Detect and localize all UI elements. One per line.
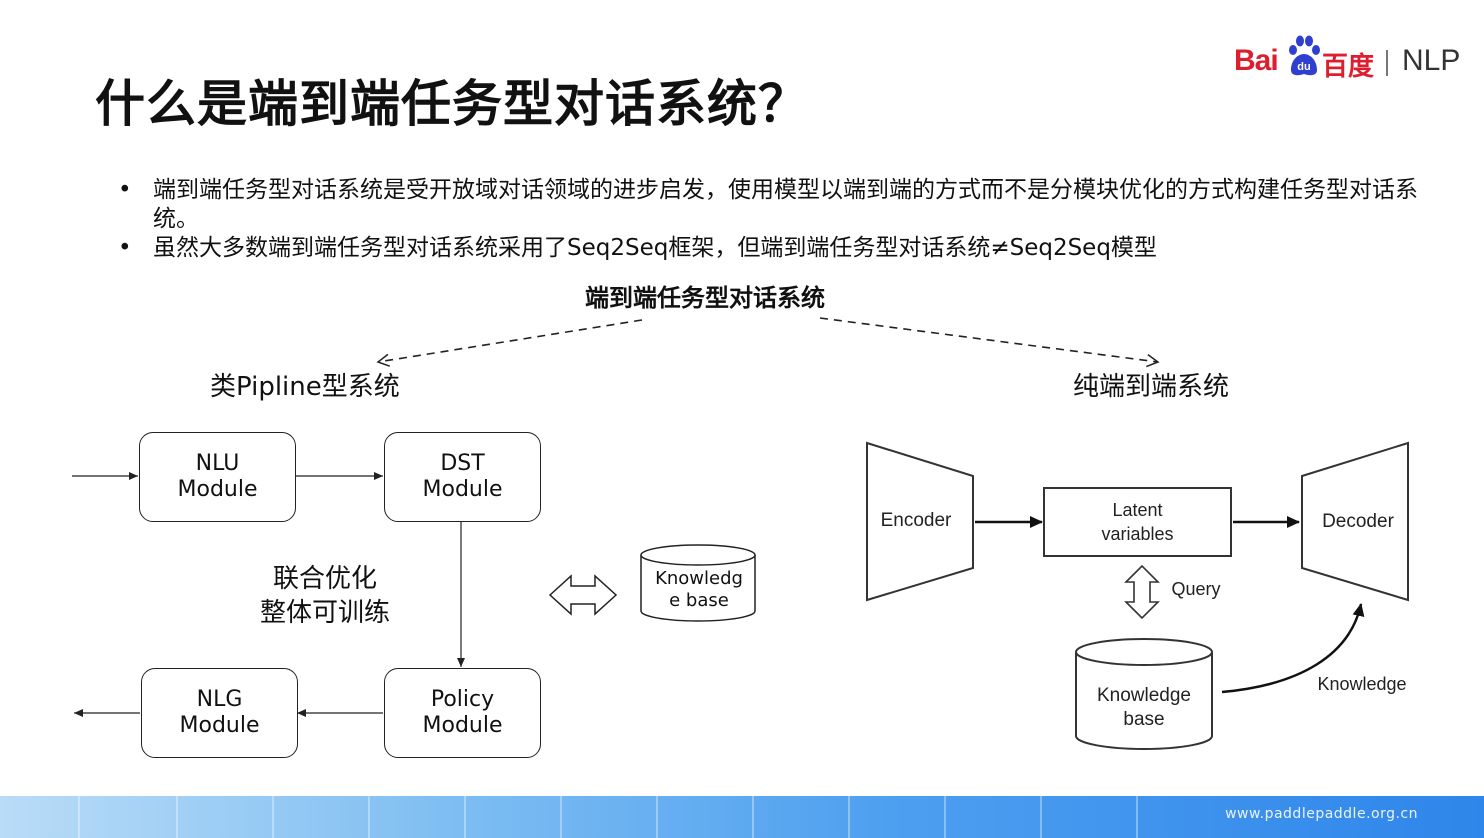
policy-module-box: Policy Module [384,668,541,758]
bullet-text-1: 端到端任务型对话系统是受开放域对话领域的进步启发，使用模型以端到端的方式而不是分… [153,177,1418,232]
dashed-arrow-right [819,317,1160,368]
nlg-module-line1: NLG [196,687,243,712]
policy-module-line1: Policy [430,687,495,712]
footer-stripe [944,796,946,838]
footer-stripe [752,796,754,838]
logo-brand-latin: Bai [1234,44,1279,77]
footer-url[interactable]: www.paddlepaddle.org.cn [1225,806,1418,822]
footer-stripe [368,796,370,838]
kb-small-line-2: e base [669,590,729,611]
decoder-label: Decoder [1322,511,1394,532]
baidu-paw-icon: du [1289,35,1320,76]
decoder-shape [1301,441,1409,602]
right-diagram-panel [866,441,1409,750]
footer-stripe [176,796,178,838]
dst-module-line2: Module [422,477,503,502]
dst-module-box: DST Module [384,432,541,522]
encoder-shape [866,441,974,602]
knowledge-base-large-label: Knowledge base [1076,684,1212,732]
footer-stripe [272,796,274,838]
logo-separator [1386,50,1388,76]
bullet-list: • 端到端任务型对话系统是受开放域对话领域的进步启发，使用模型以端到端的方式而不… [118,176,1418,263]
nlu-module-line1: NLU [195,451,240,476]
dashed-arrow-left [376,319,643,367]
nlg-module-box: NLG Module [141,668,298,758]
dst-module-line1: DST [440,451,485,476]
nlu-module-box: NLU Module [139,432,296,522]
knowledge-edge-label: Knowledge [1317,674,1407,694]
query-double-arrow-icon [1124,564,1160,620]
pipeline-system-title: 类Pipline型系统 [210,372,400,402]
slide-title: 什么是端到端任务型对话系统？ [95,75,809,133]
paw-letters: du [1297,61,1310,73]
bullet-item-1: • 端到端任务型对话系统是受开放域对话领域的进步启发，使用模型以端到端的方式而不… [118,176,1418,234]
encoder-label: Encoder [880,510,952,531]
joint-line-1: 联合优化 [272,564,377,594]
bullet-item-2: • 虽然大多数端到端任务型对话系统采用了Seq2Seq框架，但端到端任务型对话系… [118,234,1418,263]
footer-stripe [848,796,850,838]
footer-stripe [656,796,658,838]
latent-variables-box [1043,487,1232,557]
footer-stripe [1040,796,1042,838]
knowledge-base-small-label: Knowledg e base [645,568,753,612]
footer-stripe [78,796,80,838]
joint-line-2: 整体可训练 [259,598,390,628]
policy-module-line2: Module [422,713,503,738]
latent-line-2: variables [1101,524,1174,544]
diagram-root-label: 端到端任务型对话系统 [585,284,825,312]
logo-brand-cn: 百度 [1322,52,1375,82]
pure-e2e-system-title: 纯端到端系统 [1073,372,1230,402]
baidu-nlp-logo: Bai du 百度 NLP [1234,34,1474,84]
bullet-dot: • [118,235,132,261]
nlu-module-line2: Module [177,477,258,502]
bullet-text-2: 虽然大多数端到端任务型对话系统采用了Seq2Seq框架，但端到端任务型对话系统≠… [153,235,1157,261]
knowledge-base-large-icon [1075,638,1213,750]
footer-bar: www.paddlepaddle.org.cn [0,796,1484,838]
footer-stripe [1136,796,1138,838]
footer-stripe [464,796,466,838]
latent-variables-label: Latent variables [1044,498,1231,546]
kb-large-line-1: Knowledge [1096,685,1192,706]
bullet-dot: • [118,177,132,203]
kb-small-line-1: Knowledg [655,568,743,589]
knowledge-curve-arrow [1221,603,1365,694]
kb-large-line-2: base [1123,709,1165,730]
footer-stripe [560,796,562,838]
joint-optimization-label: 联合优化 整体可训练 [250,562,400,630]
knowledge-base-small-icon [640,544,756,622]
query-label: Query [1171,579,1221,599]
latent-line-1: Latent [1112,500,1163,520]
bidirectional-arrow-icon [548,574,618,616]
logo-product: NLP [1402,44,1461,77]
nlg-module-line2: Module [179,713,260,738]
